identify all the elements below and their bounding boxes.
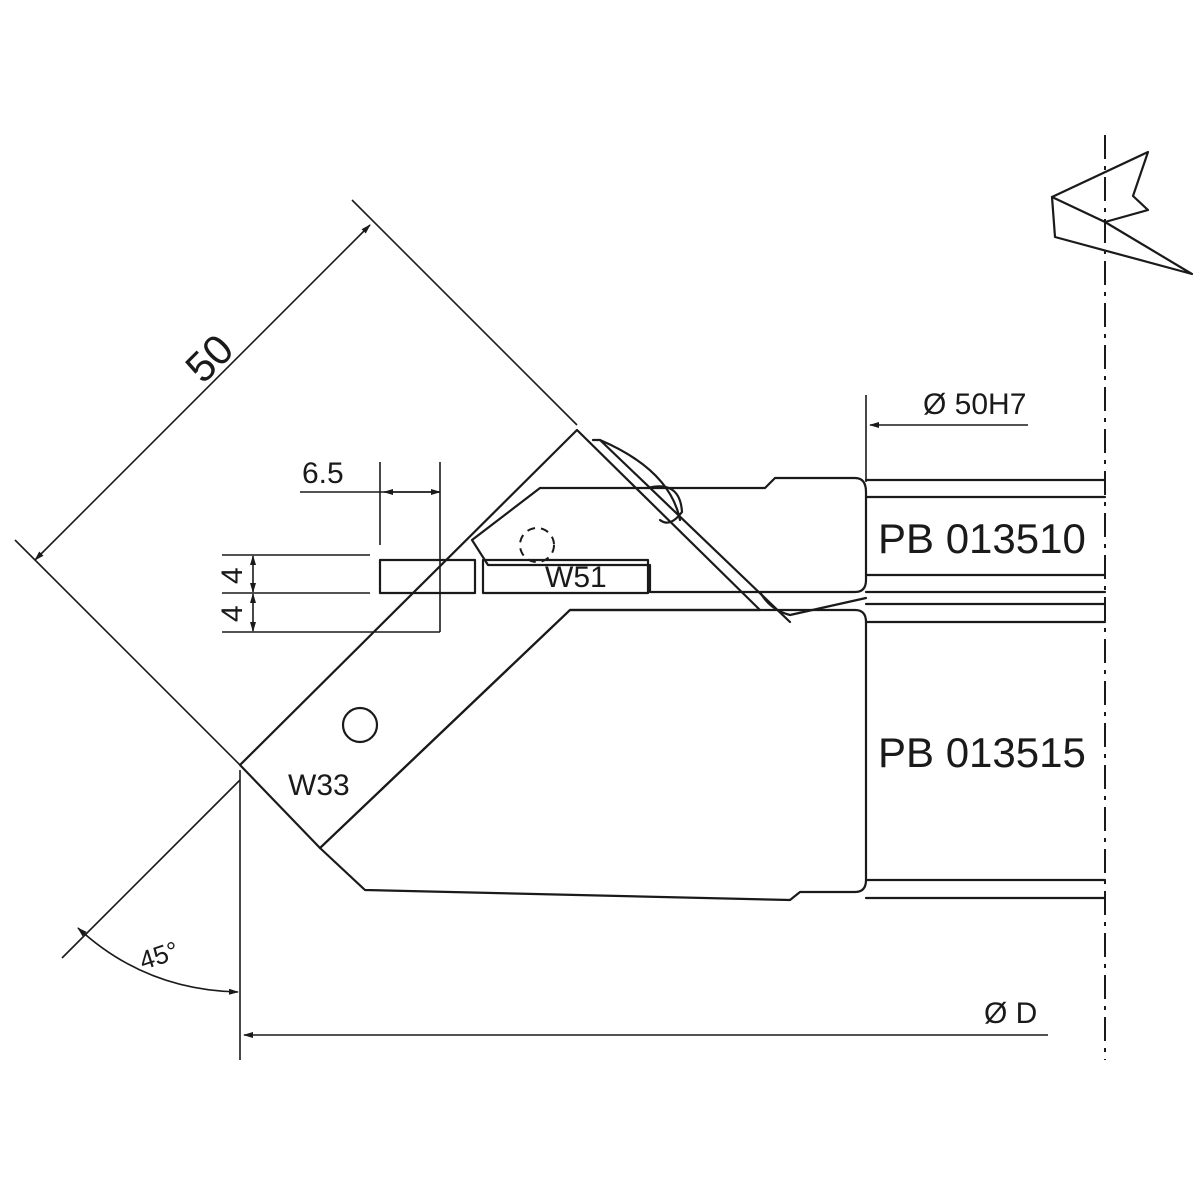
upper-tool-body — [470, 476, 868, 594]
knife-w33 — [238, 428, 762, 850]
bore-label: Ø 50H7 — [923, 388, 1026, 421]
dimension-4-lower-label: 4 — [216, 605, 249, 622]
lower-tool-body — [318, 608, 868, 902]
dimension-diameter: Ø D — [243, 997, 1048, 1038]
dimension-6-5-label: 6.5 — [302, 457, 344, 490]
dimension-6-5: 6.5 — [300, 457, 441, 633]
body-joint — [758, 590, 868, 617]
rotation-direction-arrow-icon — [1050, 150, 1194, 276]
part-number-upper: PB 013510 — [878, 515, 1086, 562]
knife-lip — [598, 438, 682, 522]
dimension-45-angle: 45° — [61, 770, 241, 1060]
part-number-lower: PB 013515 — [878, 729, 1086, 776]
dimension-50: 50 — [14, 199, 578, 766]
bore-lines — [864, 478, 1107, 900]
knife-w51-label: W51 — [545, 561, 607, 594]
dimension-4-upper-label: 4 — [216, 567, 249, 584]
knife-w33-label: W33 — [288, 769, 350, 802]
dimension-4-4: 4 4 — [216, 554, 380, 633]
dimension-bore: Ø 50H7 — [865, 388, 1028, 482]
knife-w51 — [481, 558, 650, 595]
screw-hole-upper — [519, 527, 555, 563]
angle-label: 45° — [136, 935, 183, 976]
screw-hole-lower — [341, 706, 379, 744]
spacer-bar — [378, 558, 477, 595]
chip-notch — [646, 485, 684, 524]
diameter-label: Ø D — [984, 997, 1037, 1030]
dimension-50-label: 50 — [176, 325, 242, 391]
